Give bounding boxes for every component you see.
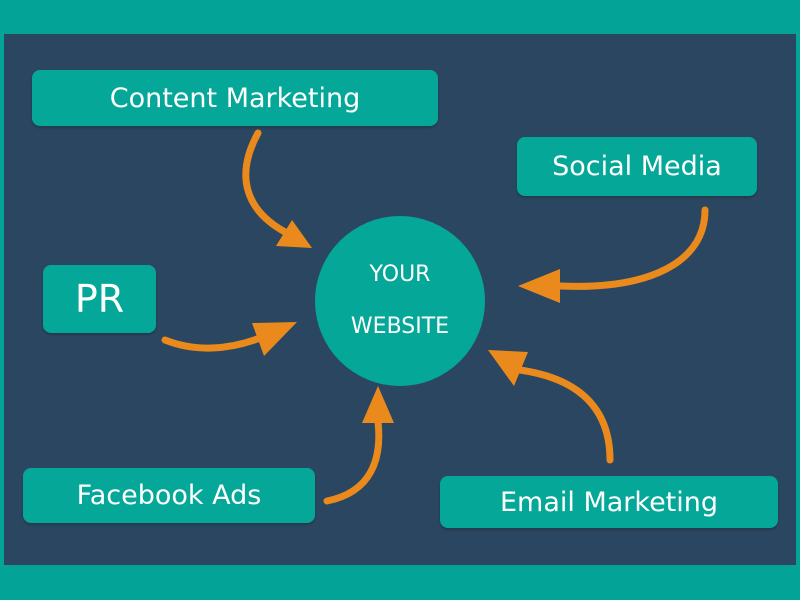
source-node-social-media: Social Media (517, 137, 757, 196)
facebook-ads-arrow-icon (323, 386, 394, 505)
center-node-your-website: YOUR WEBSITE (315, 216, 485, 386)
pr-arrow-icon (161, 322, 297, 356)
center-label-line1: YOUR (369, 262, 431, 287)
source-node-content-marketing: Content Marketing (32, 70, 438, 126)
social-media-arrow-icon (518, 206, 709, 303)
source-node-pr: PR (43, 265, 156, 333)
source-node-facebook-ads: Facebook Ads (23, 468, 315, 523)
content-marketing-arrow-icon (242, 129, 312, 248)
center-label-line2: WEBSITE (350, 314, 450, 339)
source-node-email-marketing: Email Marketing (440, 476, 778, 528)
email-marketing-arrow-icon (488, 350, 614, 464)
